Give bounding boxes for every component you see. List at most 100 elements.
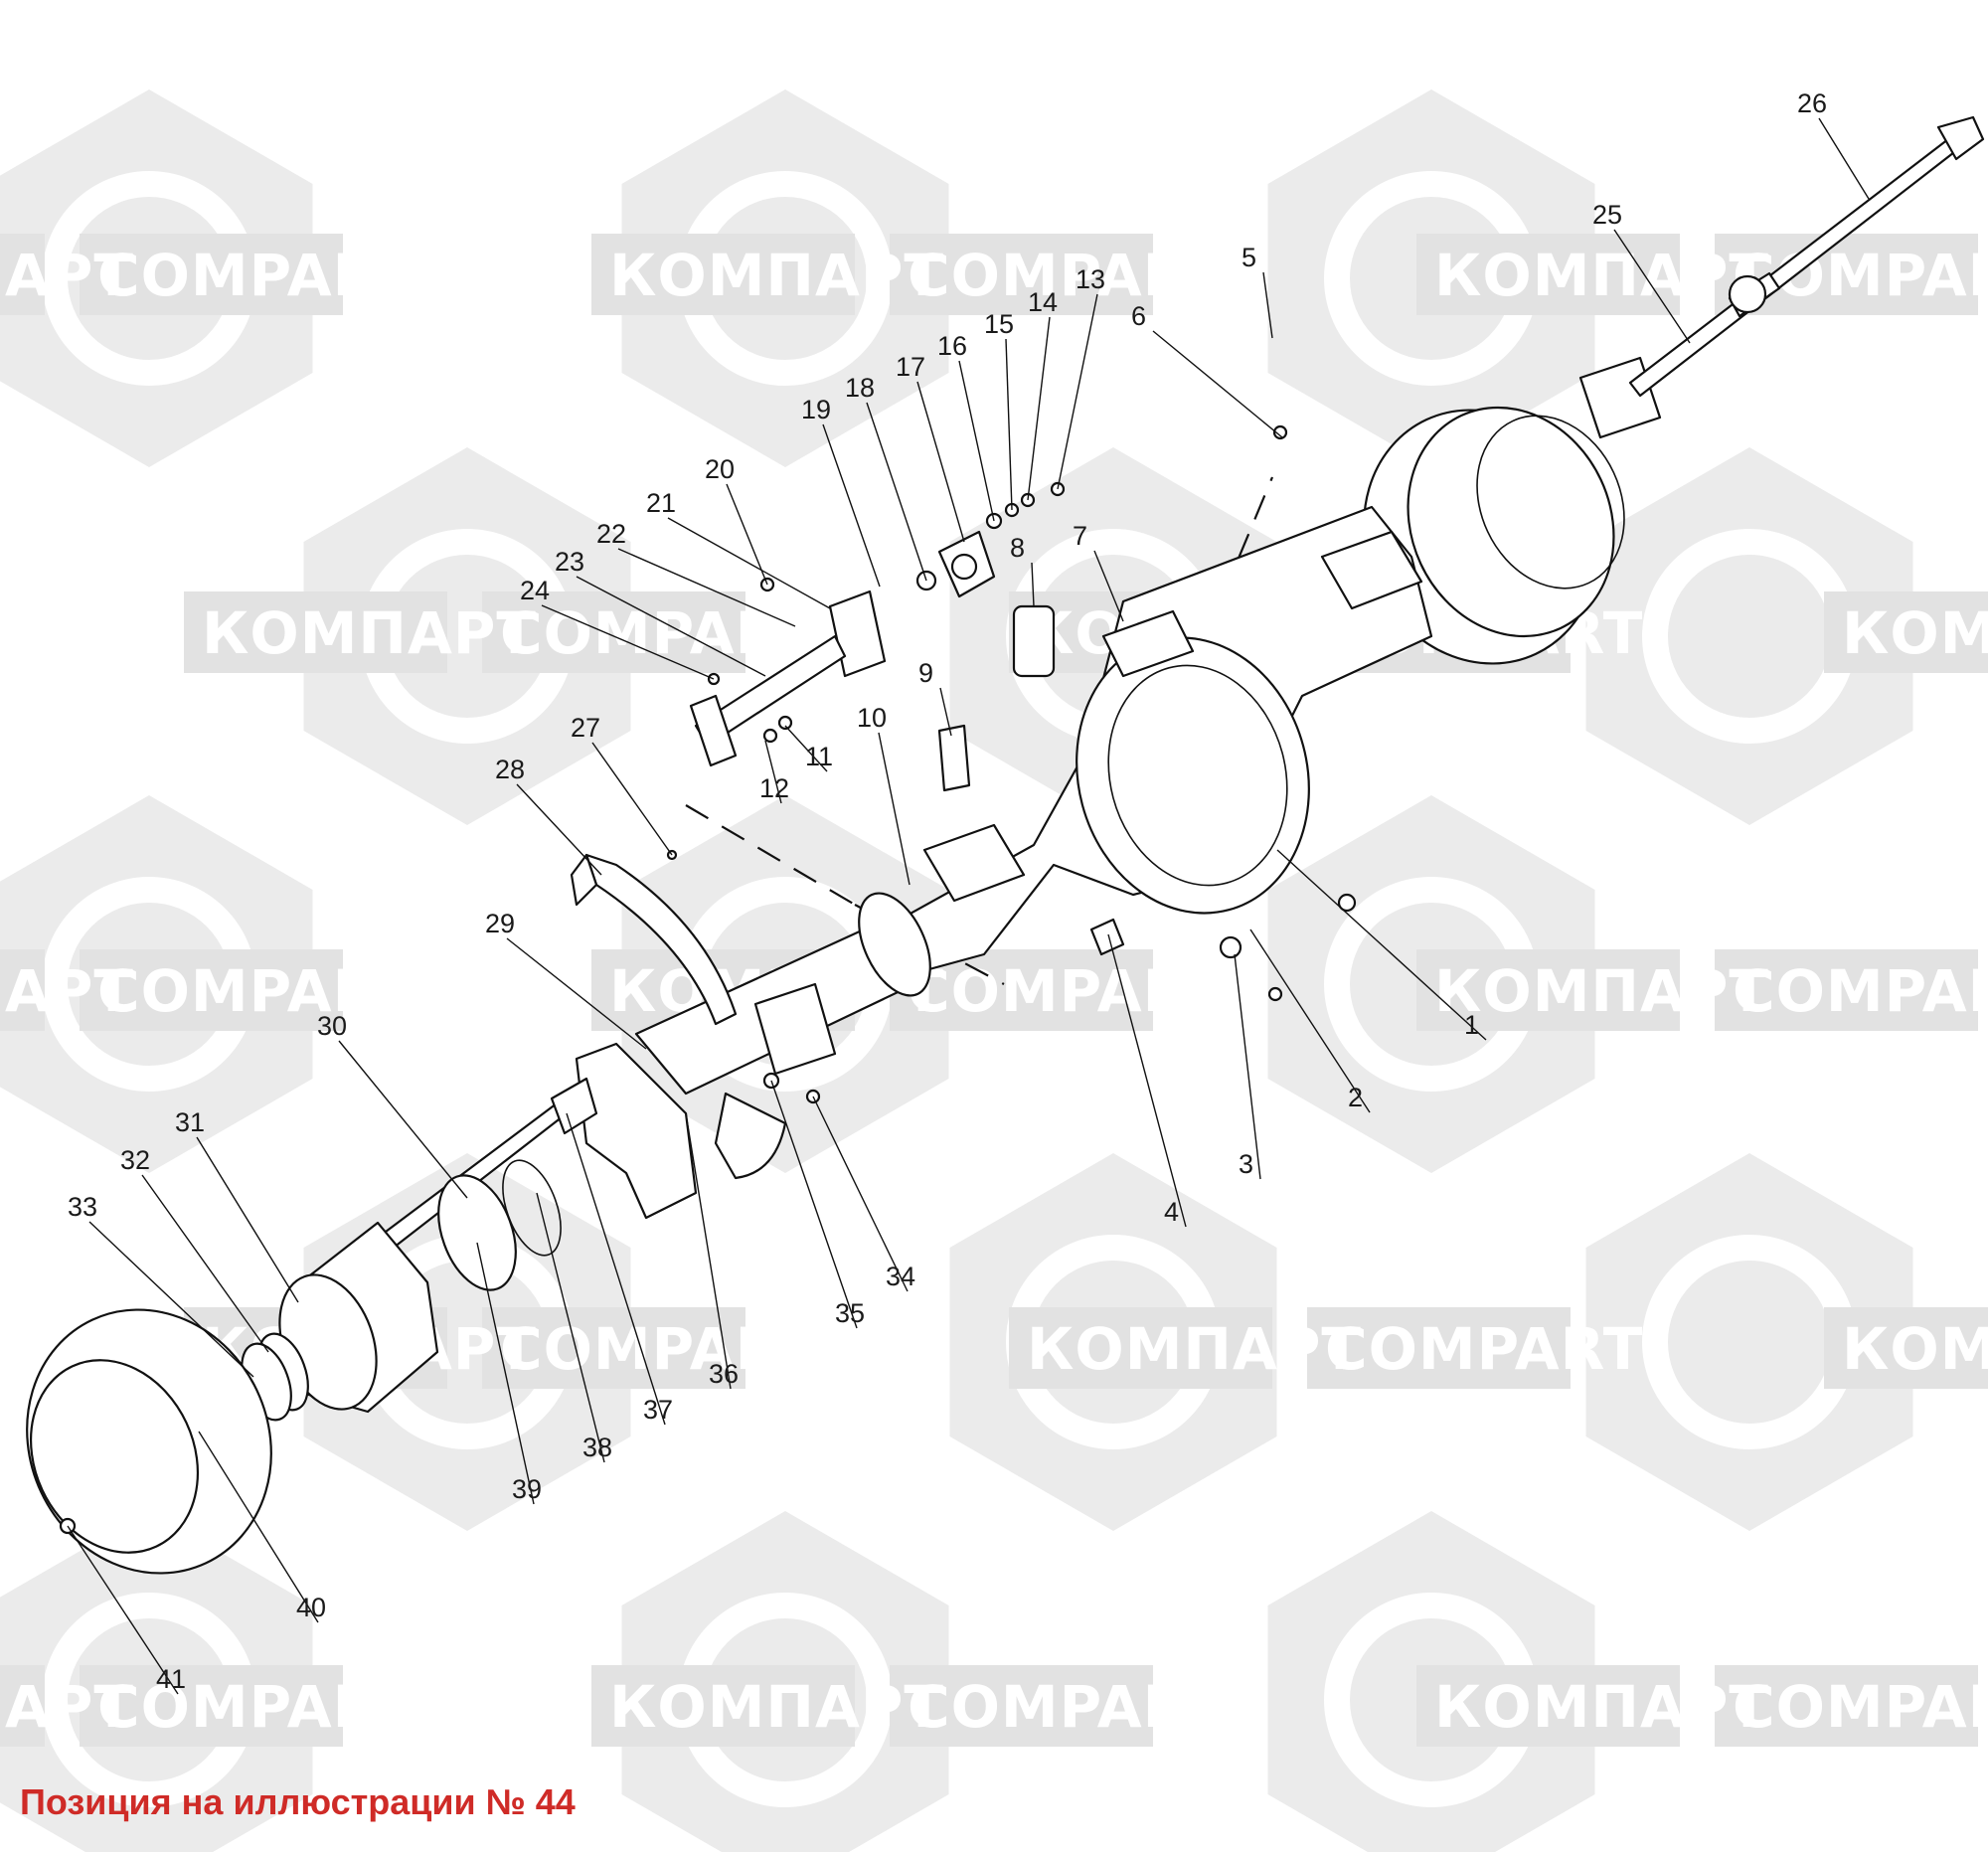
watermark-band [184,591,447,673]
slack-adjuster [915,481,1066,598]
leader-line-19 [822,423,881,588]
leader-line-27 [591,742,673,856]
callout-2: 2 [1348,1083,1363,1112]
callout-15: 15 [984,309,1014,339]
leader-line-34 [812,1096,909,1292]
watermark-text-latin: COMPART [97,957,415,1025]
watermark-text-latin: COMPART [97,242,415,309]
watermark-text-cyrillic: КОМПАРТ [609,242,944,309]
watermark-text-cyrillic: КОМПАРТ [1842,1315,1988,1383]
watermark-text-cyrillic: КОМПАРТ [1434,242,1769,309]
leader-line-36 [685,1112,732,1390]
callout-26: 26 [1797,88,1827,118]
leader-line-18 [866,402,927,582]
axle-housing [853,505,1433,986]
cover-plate [937,724,971,792]
leader-line-35 [770,1080,858,1329]
leader-line-22 [617,548,796,627]
left-brake-drum [26,1308,272,1575]
callout-3: 3 [1239,1149,1253,1179]
leader-line-7 [1093,550,1124,622]
brake-shoe [570,853,738,1026]
callout-27: 27 [571,713,600,743]
right-brake-drum [1363,356,1662,665]
leader-line-12 [764,740,782,804]
leader-line-5 [1262,271,1273,339]
leader-line-4 [1107,933,1187,1228]
wheel-hub [278,1221,439,1414]
callout-19: 19 [801,395,831,424]
leader-line-8 [1031,562,1035,607]
watermark-band [80,949,343,1031]
leader-line-13 [1057,293,1098,490]
watermark-band [890,1665,1153,1747]
callout-33: 33 [68,1192,97,1222]
leader-line-26 [1818,117,1870,200]
callout-38: 38 [582,1433,612,1462]
leader-line-31 [196,1136,299,1303]
watermark-band [0,949,45,1031]
watermark-text-latin: COMPART [908,1673,1226,1741]
watermark-text-latin: COMPART [1733,957,1988,1025]
watermark-hexagon [303,447,631,825]
leader-line-25 [1613,229,1691,344]
callout-7: 7 [1073,521,1087,551]
watermark-text-cyrillic: КОМПАРТ [1842,599,1988,667]
callout-41: 41 [156,1664,186,1694]
leader-line-30 [338,1040,468,1199]
gasket [1089,918,1125,956]
leader-line-40 [198,1431,319,1623]
callout-32: 32 [120,1145,150,1175]
callout-40: 40 [296,1593,326,1622]
watermark-band [482,1307,746,1389]
leader-line-32 [141,1174,269,1353]
leader-line-17 [916,381,965,543]
callout-6: 6 [1131,301,1146,331]
watermark-text-cyrillic: КОМПАРТ [609,1673,944,1741]
callout-11: 11 [805,742,833,771]
leader-line-16 [958,360,995,522]
leader-line-29 [506,937,647,1050]
watermark-text-latin: COMPART [500,1315,818,1383]
watermark-band [80,234,343,315]
callout-29: 29 [485,909,515,938]
o-ring [502,1159,562,1257]
callout-25: 25 [1592,200,1622,230]
callout-34: 34 [886,1262,915,1291]
callout-labels: 1234567891011121314151617181920212223242… [68,88,1827,1694]
leader-line-24 [541,604,715,680]
callout-37: 37 [643,1395,673,1425]
camshaft-bracket [689,590,887,767]
callout-4: 4 [1164,1197,1179,1227]
callout-28: 28 [495,755,525,784]
leader-line-9 [939,687,952,737]
leader-line-10 [878,732,911,886]
watermark-band [0,1665,45,1747]
watermark-band [591,1665,855,1747]
watermark-hexagon [1585,447,1913,825]
watermark-band [1824,1307,1988,1389]
leader-line-6 [1152,330,1283,438]
leader-line-41 [67,1525,179,1695]
callout-16: 16 [937,331,967,361]
callout-31: 31 [175,1107,205,1137]
watermark-band [0,234,45,315]
callout-20: 20 [705,454,735,484]
watermark-text-latin: COMPART [1325,1315,1643,1383]
watermark-band [1824,591,1988,673]
callout-17: 17 [896,352,925,382]
callout-12: 12 [759,773,789,803]
callout-14: 14 [1028,287,1058,317]
watermark-band [1715,949,1978,1031]
callout-8: 8 [1010,533,1025,563]
watermark-text-cyrillic: КОМПАРТ [0,242,134,309]
leader-line-39 [476,1242,535,1505]
callout-1: 1 [1464,1010,1479,1040]
watermark-text-latin: COMPART [908,242,1226,309]
watermark-band [1715,1665,1978,1747]
axle-drawing [26,115,1985,1575]
watermark-text-cyrillic: КОМПАРТ [1027,1315,1362,1383]
watermark-band [1307,1307,1571,1389]
watermark-text-latin: COMPART [500,599,818,667]
